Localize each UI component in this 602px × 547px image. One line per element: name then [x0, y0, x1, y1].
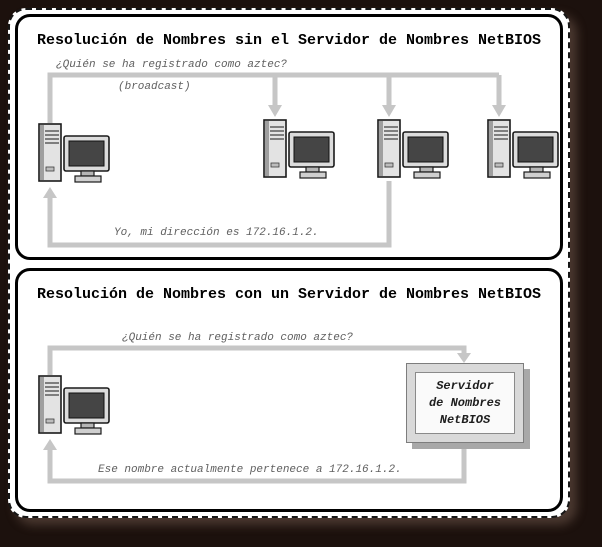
panel1-response-label: Yo, mi dirección es 172.16.1.2. [114, 227, 319, 239]
server-response-path [47, 443, 467, 484]
paper: Resolución de Nombres sin el Servidor de… [8, 8, 570, 518]
panel2-response-label: Ese nombre actualmente pertenece a 172.1… [98, 464, 402, 476]
server-label-line-1: Servidor [436, 378, 494, 393]
panel2-query-label: ¿Quién se ha registrado como aztec? [122, 332, 354, 344]
server-query-path [47, 345, 467, 375]
computer-icon [487, 119, 559, 179]
server-label-line-2: de Nombres [428, 395, 501, 410]
broadcast-query-path [47, 72, 499, 123]
response-arrowhead [43, 187, 57, 198]
server-label-line-3: NetBIOS [439, 412, 491, 427]
broadcast-arrowhead-1 [268, 105, 282, 117]
panel2-wires [43, 345, 471, 484]
panel1-title: Resolución de Nombres sin el Servidor de… [36, 32, 542, 49]
panel-with-server: Resolución de Nombres con un Servidor de… [15, 268, 563, 512]
computer-icon [263, 119, 335, 179]
computer-icon [38, 375, 110, 435]
netbios-server-box: Servidor de Nombres NetBIOS [406, 363, 524, 443]
server-response-arrowhead [43, 439, 57, 450]
broadcast-arrowhead-2 [382, 105, 396, 117]
panel1-wires [43, 72, 506, 248]
panel1-broadcast-label: (broadcast) [118, 81, 191, 93]
panel-without-server: Resolución de Nombres sin el Servidor de… [15, 14, 563, 260]
response-path [47, 181, 392, 248]
panel1-query-label: ¿Quién se ha registrado como aztec? [56, 59, 288, 71]
panel2-title: Resolución de Nombres con un Servidor de… [36, 286, 542, 303]
computer-icon [38, 123, 110, 183]
server-query-arrowhead [457, 353, 471, 363]
netbios-server-label: Servidor de Nombres NetBIOS [415, 372, 515, 434]
broadcast-arrowhead-3 [492, 105, 506, 117]
computer-icon [377, 119, 449, 179]
